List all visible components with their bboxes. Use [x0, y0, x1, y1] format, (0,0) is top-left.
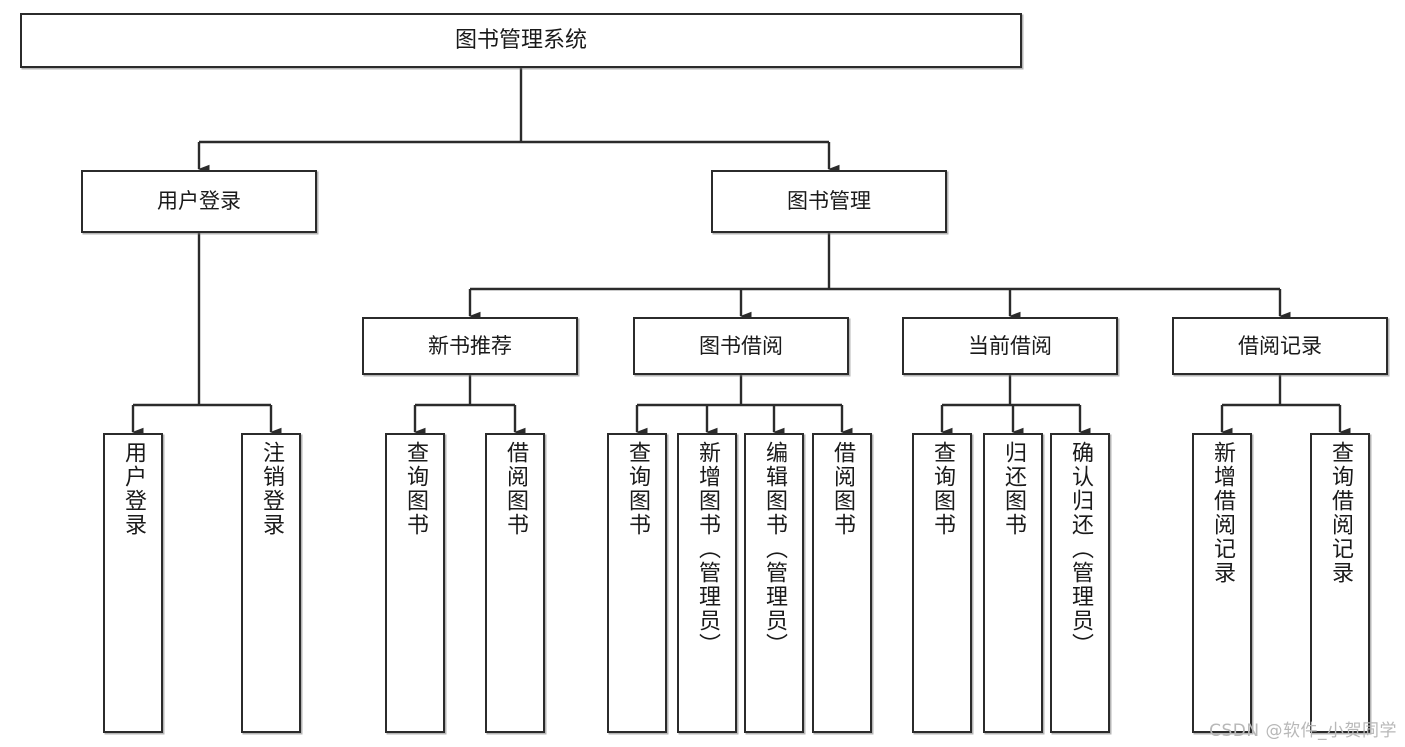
watermark-text: CSDN @软件_小贺同学: [1209, 721, 1397, 741]
node-leaf-edit-book[interactable]: 编辑图书（管理员）: [744, 433, 804, 733]
node-leaf-return[interactable]: 归还图书: [983, 433, 1043, 733]
node-current-borrow[interactable]: 当前借阅: [902, 317, 1118, 375]
node-leaf-query-3[interactable]: 查询图书: [912, 433, 972, 733]
node-label: 图书借阅: [699, 333, 783, 358]
node-label: 查询借阅记录: [1328, 441, 1353, 585]
node-label: 确认归还（管理员）: [1068, 441, 1093, 657]
node-label: 编辑图书（管理员）: [762, 441, 787, 657]
node-book-borrow[interactable]: 图书借阅: [633, 317, 849, 375]
node-leaf-borrow-2[interactable]: 借阅图书: [812, 433, 872, 733]
node-label: 用户登录: [157, 189, 241, 214]
node-leaf-add-rec[interactable]: 新增借阅记录: [1192, 433, 1252, 733]
node-label: 借阅图书: [830, 441, 855, 537]
node-label: 新增借阅记录: [1210, 441, 1235, 585]
node-label: 当前借阅: [968, 333, 1052, 358]
node-label: 新书推荐: [428, 333, 512, 358]
node-label: 图书管理系统: [454, 27, 587, 53]
node-root[interactable]: 图书管理系统: [20, 13, 1022, 68]
node-user-login[interactable]: 用户登录: [81, 170, 317, 233]
node-leaf-query-rec[interactable]: 查询借阅记录: [1310, 433, 1370, 733]
node-leaf-query-1[interactable]: 查询图书: [385, 433, 445, 733]
node-leaf-add-book[interactable]: 新增图书（管理员）: [677, 433, 737, 733]
node-label: 归还图书: [1001, 441, 1026, 537]
node-label: 图书管理: [787, 189, 871, 214]
node-label: 查询图书: [625, 441, 650, 537]
node-leaf-logout[interactable]: 注销登录: [241, 433, 301, 733]
node-label: 新增图书（管理员）: [695, 441, 720, 657]
node-leaf-confirm[interactable]: 确认归还（管理员）: [1050, 433, 1110, 733]
node-new-book-rec[interactable]: 新书推荐: [362, 317, 578, 375]
node-label: 注销登录: [259, 441, 284, 537]
node-borrow-record[interactable]: 借阅记录: [1172, 317, 1388, 375]
node-label: 用户登录: [121, 441, 146, 537]
node-leaf-borrow-1[interactable]: 借阅图书: [485, 433, 545, 733]
node-label: 查询图书: [930, 441, 955, 537]
node-label: 查询图书: [403, 441, 428, 537]
node-label: 借阅记录: [1238, 333, 1322, 358]
node-label: 借阅图书: [503, 441, 528, 537]
node-book-manage[interactable]: 图书管理: [711, 170, 947, 233]
node-leaf-query-2[interactable]: 查询图书: [607, 433, 667, 733]
node-leaf-user-login[interactable]: 用户登录: [103, 433, 163, 733]
